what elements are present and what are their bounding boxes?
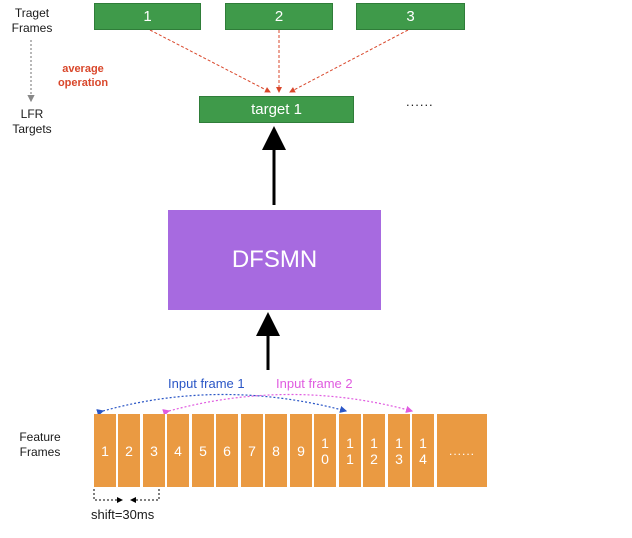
feature-frame: 1 1 xyxy=(339,414,362,487)
shift-label: shift=30ms xyxy=(91,507,155,522)
input-frame-1-label: Input frame 1 xyxy=(168,376,245,391)
feature-frame: 1 2 xyxy=(363,414,386,487)
average-arrow-1 xyxy=(149,29,271,93)
input-frame-1-arc xyxy=(96,393,348,417)
feature-frame: 6 xyxy=(216,414,239,487)
feature-frame: 5 xyxy=(192,414,215,487)
average-operation-label: average operation xyxy=(57,63,109,89)
feature-frame: 1 3 xyxy=(388,414,411,487)
target-frame-box: 3 xyxy=(356,3,465,30)
feature-frame: 7 xyxy=(241,414,264,487)
feature-frame: 3 xyxy=(143,414,166,487)
lfr-targets-label: LFR Targets xyxy=(12,107,52,136)
lfr-target-box: target 1 xyxy=(199,96,354,123)
feature-frame: 1 4 xyxy=(412,414,435,487)
feature-frame: 2 xyxy=(118,414,141,487)
dfsmn-model-box: DFSMN xyxy=(168,210,381,310)
feature-frame: 1 xyxy=(94,414,117,487)
input-frame-2-label: Input frame 2 xyxy=(276,376,353,391)
feature-frame: 9 xyxy=(290,414,313,487)
target-frame-box: 2 xyxy=(225,3,333,30)
feature-frame: 1 0 xyxy=(314,414,337,487)
feature-frames-label: Feature Frames xyxy=(19,430,61,459)
feature-frame: 8 xyxy=(265,414,288,487)
average-arrow-3 xyxy=(289,29,409,93)
input-frame-2-arc xyxy=(162,393,414,417)
target-frame-box: 1 xyxy=(94,3,201,30)
target-frames-label: Traget Frames xyxy=(11,6,53,35)
lfr-more-ellipsis: ...... xyxy=(406,94,434,109)
feature-frame-more: ...... xyxy=(437,414,487,487)
feature-frame: 4 xyxy=(167,414,190,487)
